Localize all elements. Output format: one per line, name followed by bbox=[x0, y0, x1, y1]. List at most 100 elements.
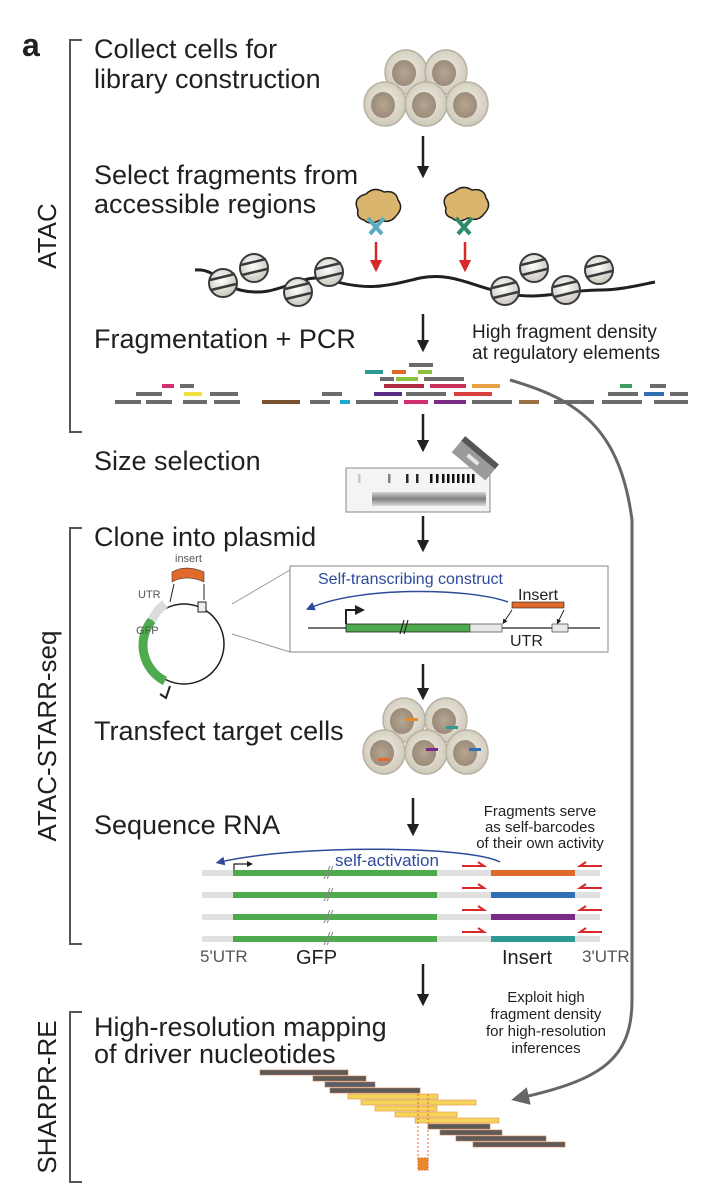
gel-band bbox=[406, 474, 409, 483]
nucleosome-icon bbox=[520, 254, 548, 282]
transfected-cell-cluster-icon bbox=[363, 698, 488, 774]
fragment-bar bbox=[602, 400, 642, 404]
nucleosome-icon bbox=[209, 269, 237, 297]
cell-icon bbox=[364, 82, 406, 126]
tiling-fragment-bar bbox=[456, 1136, 546, 1141]
barcode-fragment bbox=[378, 758, 390, 761]
step-clone: Clone into plasmid bbox=[94, 522, 316, 552]
insert-bar bbox=[491, 892, 575, 898]
step-mapping-line1: High-resolution mapping bbox=[94, 1012, 387, 1042]
construct-gfp bbox=[346, 624, 470, 632]
section-label-atac-starr-seq: ATAC-STARR-seq bbox=[32, 631, 62, 842]
plasmid-label-insert: insert bbox=[175, 553, 202, 565]
reverse-primer-icon bbox=[580, 928, 602, 932]
rna-label-insert: Insert bbox=[502, 947, 552, 969]
fragment-bar bbox=[384, 384, 424, 388]
step-select-line2: accessible regions bbox=[94, 189, 316, 219]
tiling-fragment-bar bbox=[440, 1130, 502, 1135]
fragment-bar bbox=[654, 400, 688, 404]
fragment-bar bbox=[365, 370, 383, 374]
fragment-bar bbox=[310, 400, 330, 404]
tn5-transposase-icon bbox=[444, 187, 488, 234]
tiling-fragment-bar bbox=[330, 1088, 420, 1093]
fragment-bar bbox=[214, 400, 240, 404]
cell-icon bbox=[446, 730, 488, 774]
fragment-bar bbox=[340, 400, 350, 404]
tiling-fragment-bar bbox=[395, 1112, 457, 1117]
sharpr-bracket bbox=[70, 1012, 82, 1182]
fragment-bar bbox=[180, 384, 194, 388]
nucleosome-icon bbox=[240, 254, 268, 282]
gel-band bbox=[472, 474, 475, 483]
insert-bar bbox=[491, 936, 575, 942]
fragment-bar bbox=[184, 392, 202, 396]
fragment-bar bbox=[519, 400, 539, 404]
fragment-bar bbox=[374, 392, 402, 396]
construct-utr bbox=[470, 624, 502, 632]
step-collect-line2: library construction bbox=[94, 64, 321, 94]
gel-band bbox=[388, 474, 391, 483]
fragment-bar bbox=[608, 392, 638, 396]
note-exploit-line3: for high-resolution bbox=[486, 1023, 606, 1040]
plasmid-label-utr: UTR bbox=[138, 589, 161, 601]
fragment-bar bbox=[418, 370, 432, 374]
reverse-primer-icon bbox=[580, 862, 602, 866]
section-label-sharpr-re: SHARPR-RE bbox=[32, 1020, 62, 1173]
construct-utr-3 bbox=[552, 624, 568, 632]
cell-icon bbox=[446, 82, 488, 126]
note-high-density-line2: at regulatory elements bbox=[472, 343, 660, 364]
step-collect-line1: Collect cells for bbox=[94, 34, 277, 64]
nucleosome-icon bbox=[284, 278, 312, 306]
nucleosome-icon bbox=[585, 256, 613, 284]
tiling-fragment-bar bbox=[260, 1070, 348, 1075]
fragment-bar bbox=[262, 400, 300, 404]
gel-band bbox=[430, 474, 433, 483]
fragment-bar bbox=[396, 377, 418, 381]
note-high-density-line1: High fragment density bbox=[472, 322, 657, 343]
barcode-fragment bbox=[426, 748, 438, 751]
gfp-bar bbox=[233, 892, 437, 898]
gfp-bar bbox=[233, 936, 437, 942]
rna-read bbox=[202, 928, 602, 945]
nucleosome-icon bbox=[491, 277, 519, 305]
rna-read bbox=[202, 906, 602, 923]
reverse-primer-icon bbox=[580, 906, 602, 910]
fragment-bar bbox=[430, 384, 466, 388]
note-self-barcodes-line2: as self-barcodes bbox=[485, 819, 595, 836]
note-self-barcodes-line1: Fragments serve bbox=[484, 803, 597, 820]
gel-band bbox=[447, 474, 450, 483]
fragment-bar bbox=[424, 377, 464, 381]
rna-read bbox=[202, 884, 602, 901]
note-exploit-line1: Exploit high bbox=[507, 989, 585, 1006]
forward-primer-icon bbox=[462, 928, 484, 932]
note-self-barcodes-line3: of their own activity bbox=[476, 835, 604, 852]
tiling-fragment-bar bbox=[348, 1094, 438, 1099]
step-size-selection: Size selection bbox=[94, 446, 261, 476]
nucleosome-icon bbox=[552, 276, 580, 304]
tiling-fragment-bar bbox=[473, 1142, 565, 1147]
fragment-bar bbox=[472, 400, 512, 404]
fragment-bar bbox=[644, 392, 664, 396]
tiling-fragment-bar bbox=[325, 1082, 375, 1087]
gel-band bbox=[436, 474, 439, 483]
cell-icon bbox=[405, 82, 447, 126]
tiling-fragment-bar bbox=[313, 1076, 366, 1081]
forward-primer-icon bbox=[462, 906, 484, 910]
section-label-atac: ATAC bbox=[32, 203, 62, 268]
construct-title: Self-transcribing construct bbox=[318, 571, 504, 588]
driver-nucleotide-marker bbox=[418, 1158, 428, 1170]
fragment-bar bbox=[136, 392, 162, 396]
tiling-fragments bbox=[260, 1070, 565, 1147]
fragment-bar bbox=[146, 400, 172, 404]
note-exploit-line2: fragment density bbox=[491, 1006, 602, 1023]
cell-icon bbox=[405, 730, 447, 774]
fragment-bar bbox=[183, 400, 207, 404]
reverse-primer-icon bbox=[580, 884, 602, 888]
construct-label-insert: Insert bbox=[518, 587, 559, 604]
fragment-bar bbox=[162, 384, 174, 388]
zoom-line bbox=[232, 570, 290, 604]
fragment-pileup bbox=[115, 363, 688, 404]
gel-band bbox=[416, 474, 419, 483]
fragment-bar bbox=[380, 377, 394, 381]
